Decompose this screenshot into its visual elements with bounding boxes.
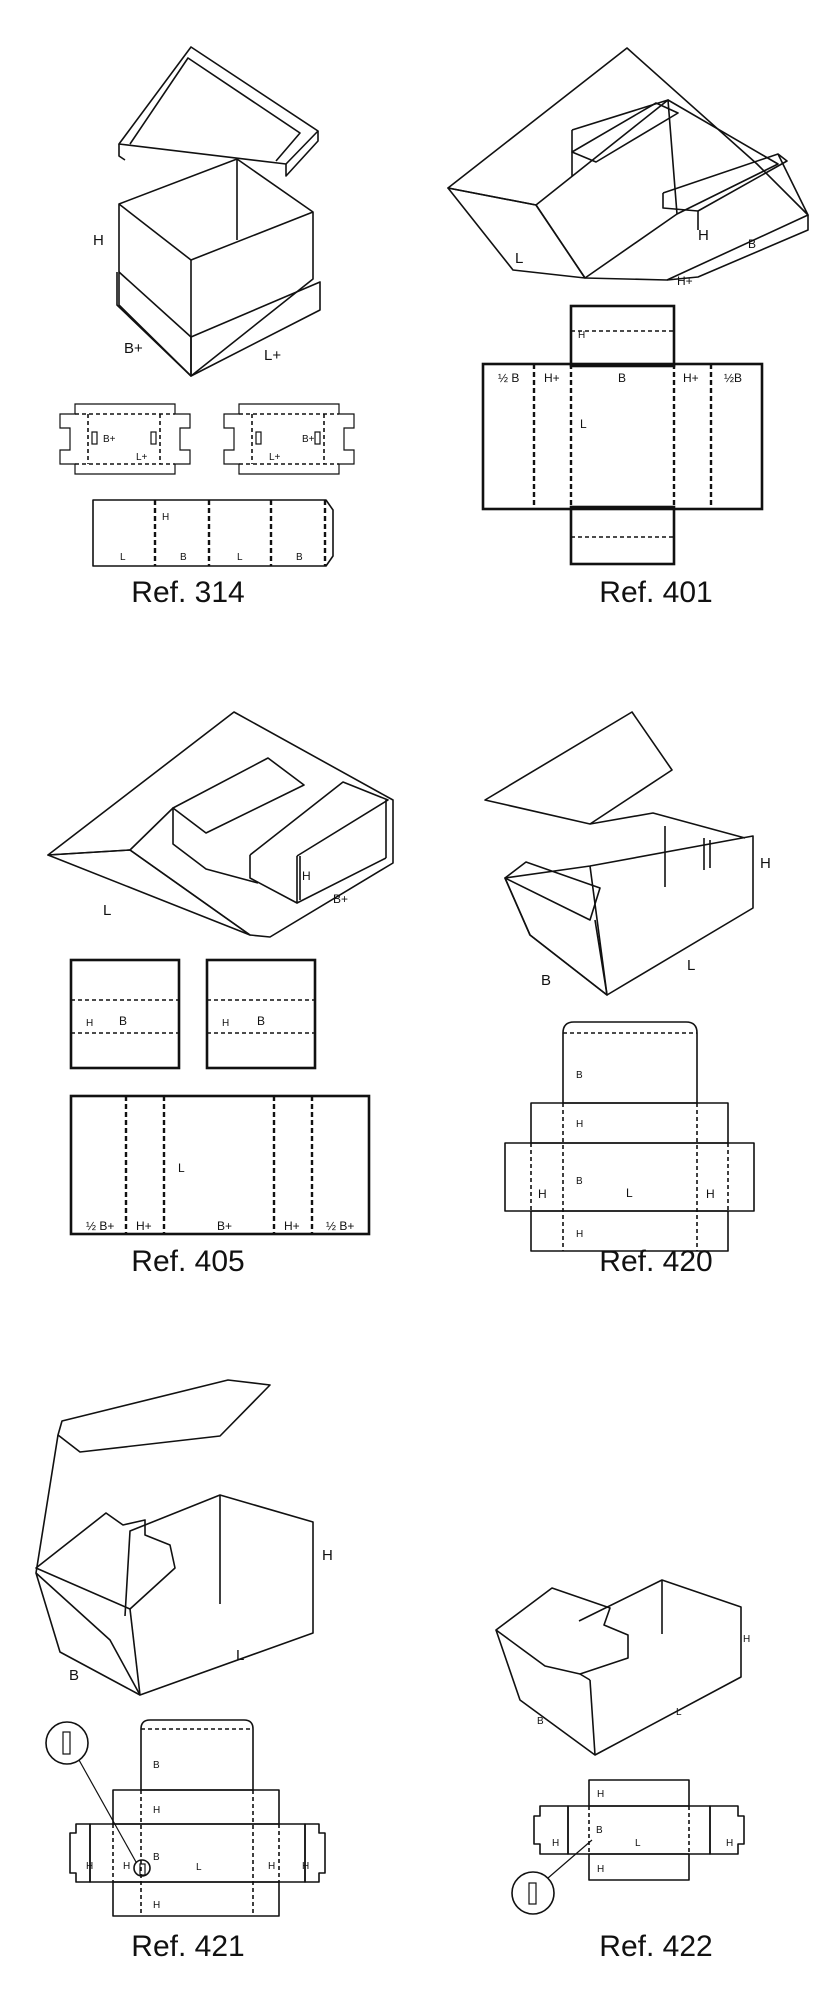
ref-420-die-cut: B H B H H H L	[504, 1021, 755, 1252]
ref-405-end1-h-label: H	[86, 1018, 93, 1029]
ref-421-die-h2-label: H	[153, 1900, 160, 1911]
ref-405-die-cut-ends: B H B H	[69, 958, 317, 1070]
ref-422-box-illustration: H B L	[495, 1579, 750, 1756]
ref-314-l-plus-label: L+	[264, 347, 281, 364]
ref-420-die-b2-label: B	[576, 1176, 583, 1187]
ref-405-die-l-label: L	[178, 1161, 185, 1175]
ref-422-die-h1-label: H	[597, 1789, 604, 1800]
ref-314-sleeve-b2-label: B	[296, 552, 303, 563]
ref-422-b-label: B	[537, 1716, 544, 1727]
ref-314-sleeve-l2-label: L	[237, 552, 243, 563]
ref-314-box-illustration: H B+ L+	[93, 46, 321, 377]
ref-422-detail-magnifier	[511, 1871, 555, 1915]
ref-314-die-cut-sleeve: H L B L B	[92, 499, 334, 567]
ref-405-half-b-right-label: ½ B+	[326, 1219, 354, 1233]
ref-420-box-illustration: H B L	[484, 711, 771, 996]
ref-421-die-l-label: L	[196, 1862, 202, 1873]
ref-401-h-label: H	[698, 227, 709, 244]
ref-420-die-h1-label: H	[576, 1119, 583, 1130]
ref-421-die-cut: B H B H H H L H H	[45, 1719, 326, 1917]
ref-422-die-h-left-label: H	[552, 1838, 559, 1849]
ref-405-b-plus-center-label: B+	[217, 1219, 232, 1233]
ref-420-h-label: H	[760, 855, 771, 872]
ref-401-h-plus-label: H+	[677, 274, 693, 288]
ref-422-h-label: H	[743, 1634, 750, 1645]
ref-421-b-label: B	[69, 1667, 79, 1684]
ref-420-die-h2-label: H	[576, 1229, 583, 1240]
ref-314-die-cut-base: B+ L+	[223, 403, 355, 475]
ref-314-h-label: H	[93, 232, 104, 249]
ref-405-h-plus-left-label: H+	[136, 1219, 152, 1233]
ref-421-die-h-outer-right-label: H	[302, 1861, 309, 1872]
ref-401-box-illustration: L H B H+	[447, 47, 809, 288]
ref-401-h-plus-right-label: H+	[683, 371, 699, 385]
ref-422-die-l-label: L	[635, 1838, 641, 1849]
ref-405-end1-b-label: B	[119, 1014, 127, 1028]
ref-420-l-label: L	[687, 957, 695, 974]
ref-314-sleeve-b1-label: B	[180, 552, 187, 563]
ref-401-caption: Ref. 401	[599, 576, 712, 609]
ref-422-caption: Ref. 422	[599, 1930, 712, 1963]
ref-422-die-b-label: B	[596, 1825, 603, 1836]
ref-422-die-cut: H H B L H H	[511, 1779, 745, 1915]
ref-420-die-b1-label: B	[576, 1070, 583, 1081]
ref-314-sleeve-h-label: H	[162, 512, 169, 523]
ref-420-die-h-left-label: H	[538, 1187, 547, 1201]
ref-421-die-h-inner-right-label: H	[268, 1861, 275, 1872]
ref-405-b-plus-label: B+	[333, 892, 348, 906]
ref-420-die-h-right-label: H	[706, 1187, 715, 1201]
ref-314-sleeve-l1-label: L	[120, 552, 126, 563]
ref-421-die-h-outer-left-label: H	[86, 1861, 93, 1872]
ref-420-b-label: B	[541, 972, 551, 989]
ref-420-caption: Ref. 420	[599, 1245, 712, 1278]
ref-405-h-plus-right-label: H+	[284, 1219, 300, 1233]
ref-314-caption: Ref. 314	[131, 576, 244, 609]
ref-421-die-b1-label: B	[153, 1760, 160, 1771]
ref-421-l-label: L	[236, 1647, 244, 1664]
ref-421-die-h-inner-left-label: H	[123, 1861, 130, 1872]
ref-405-caption: Ref. 405	[131, 1245, 244, 1278]
ref-401-half-b-left-label: ½ B	[498, 371, 519, 385]
ref-314-b-plus-label: B+	[124, 340, 143, 357]
ref-401-die-l-label: L	[580, 417, 587, 431]
ref-422-l-label: L	[676, 1707, 682, 1718]
ref-405-box-illustration: L H B+	[47, 711, 394, 938]
ref-421-die-h1-label: H	[153, 1805, 160, 1816]
ref-405-die-cut-body: L ½ B+ H+ B+ H+ ½ B+	[69, 1094, 371, 1236]
ref-405-half-b-left-label: ½ B+	[86, 1219, 114, 1233]
ref-401-b-center-label: B	[618, 371, 626, 385]
ref-314-lid1-l-label: L+	[136, 452, 148, 463]
ref-401-die-h-label: H	[578, 330, 585, 341]
ref-421-die-b2-label: B	[153, 1852, 160, 1863]
ref-421-box-illustration: H B L	[35, 1379, 333, 1696]
ref-401-half-b-right-label: ½B	[724, 371, 742, 385]
ref-401-l-label: L	[515, 250, 523, 267]
ref-401-h-plus-left-label: H+	[544, 371, 560, 385]
ref-421-h-label: H	[322, 1547, 333, 1564]
ref-405-end2-b-label: B	[257, 1014, 265, 1028]
ref-314-die-cut-lid: B+ L+	[59, 403, 191, 475]
ref-314-lid2-b-label: B+	[302, 434, 315, 445]
ref-314-lid1-b-label: B+	[103, 434, 116, 445]
ref-420-die-l-label: L	[626, 1186, 633, 1200]
ref-421-detail-magnifier	[45, 1721, 89, 1765]
ref-422-die-h2-label: H	[597, 1864, 604, 1875]
ref-422-die-h-right-label: H	[726, 1838, 733, 1849]
ref-314-lid2-l-label: L+	[269, 452, 281, 463]
ref-401-die-cut: ½ B H+ B H+ ½B H L	[481, 304, 764, 566]
ref-405-h-label: H	[302, 869, 311, 883]
ref-401-b-label: B	[748, 237, 756, 251]
ref-405-l-label: L	[103, 902, 111, 919]
ref-405-end2-h-label: H	[222, 1018, 229, 1029]
ref-421-caption: Ref. 421	[131, 1930, 244, 1963]
